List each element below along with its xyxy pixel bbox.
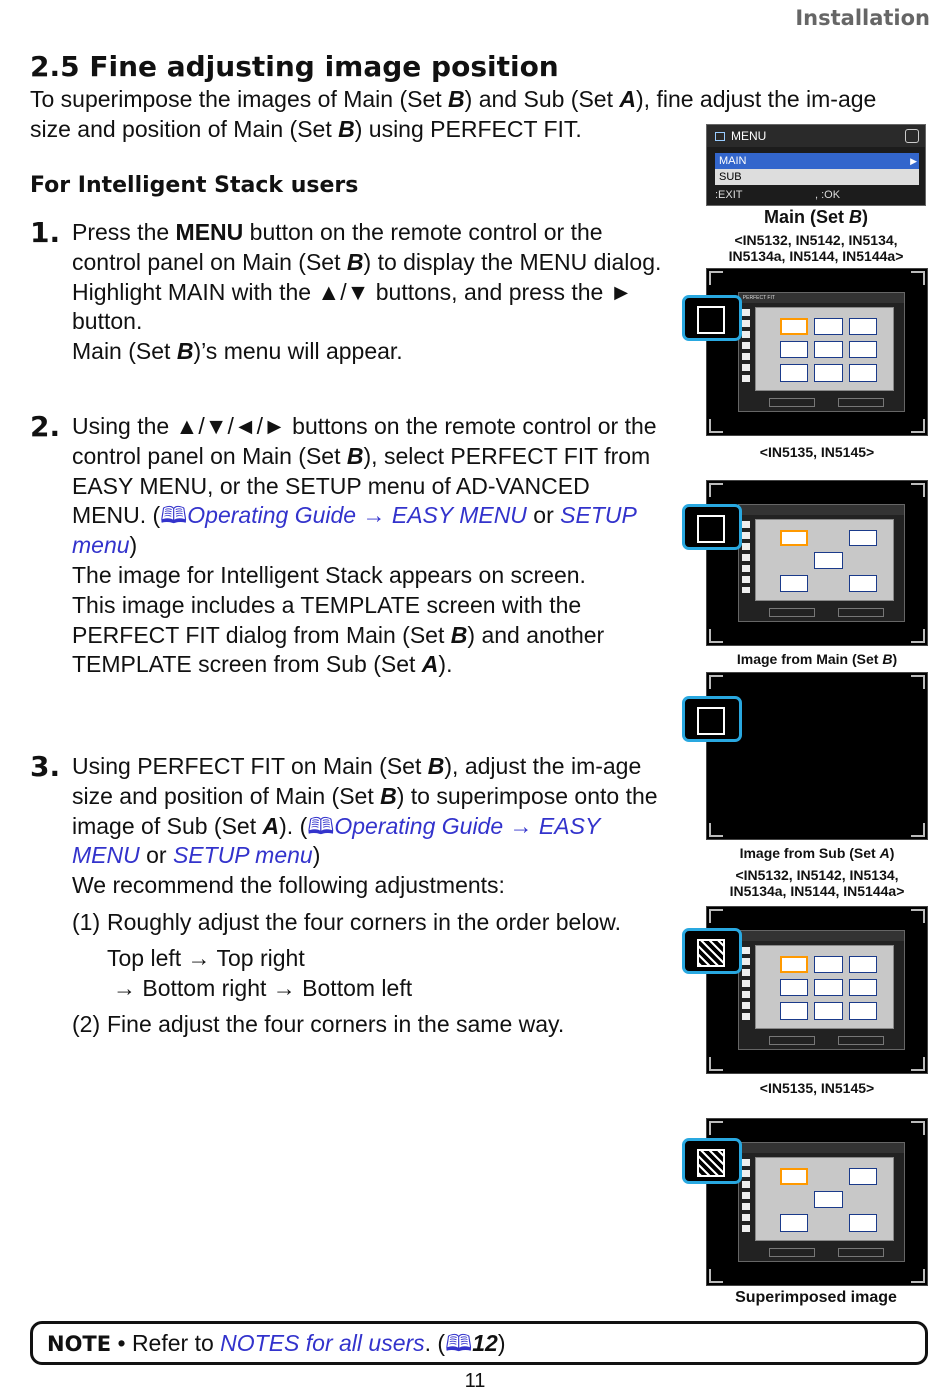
callout-template xyxy=(682,928,742,974)
step-text: We recommend the following adjustments: xyxy=(72,872,505,899)
dialog-title: PERFECT FIT xyxy=(738,293,904,304)
step-number: 2. xyxy=(30,410,61,443)
screen-superimposed-9pt xyxy=(706,906,928,1074)
step-text: Using PERFECT FIT on Main (Set B), adjus… xyxy=(72,753,658,869)
link-notes-for-all-users[interactable]: NOTES for all users xyxy=(220,1330,425,1356)
menu-exit-hint: :EXIT xyxy=(715,189,743,201)
note-box: NOTE • Refer to NOTES for all users. (🕮1… xyxy=(30,1321,928,1365)
caption-main-set: Main (Set B) xyxy=(763,207,868,227)
link-setup-menu[interactable]: SETUP menu xyxy=(72,502,636,559)
link-easy-menu[interactable]: EASY MENU xyxy=(391,502,527,529)
book-icon: 🕮 xyxy=(160,502,188,529)
screen-main-9pt: PERFECT FIT xyxy=(706,268,928,436)
step-text: Press the MENU button on the remote cont… xyxy=(72,219,662,275)
caption-models: <IN5132, IN5142, IN5134, IN5134a, IN5144… xyxy=(728,232,904,264)
step-text: Main (Set B)’s menu will appear. xyxy=(72,338,403,365)
sub-step-1: (1) Roughly adjust the four corners in t… xyxy=(72,908,621,1001)
link-page-12[interactable]: 12 xyxy=(472,1330,498,1356)
caption-image-sub: Image from Sub (Set A) xyxy=(739,845,895,861)
menu-icon xyxy=(715,132,725,141)
link-operating-guide[interactable]: Operating Guide xyxy=(187,502,357,529)
menu-dialog: MENU MAIN SUB :EXIT, :OK xyxy=(706,124,926,206)
link-setup-menu[interactable]: SETUP menu xyxy=(172,842,313,869)
section-tag: Installation xyxy=(795,6,930,30)
subheading: For Intelligent Stack users xyxy=(30,173,359,198)
step-text: The image for Intelligent Stack appears … xyxy=(72,561,586,588)
step-3: 3. Using PERFECT FIT on Main (Set B), ad… xyxy=(30,750,670,1039)
screen-main-5pt xyxy=(706,480,928,646)
step-text: This image includes a TEMPLATE screen wi… xyxy=(72,591,605,678)
menu-item-main: MAIN xyxy=(715,153,919,169)
caption-models: <IN5135, IN5145> xyxy=(759,444,875,460)
callout-template xyxy=(682,295,742,341)
menu-ok-hint: , :OK xyxy=(815,189,841,201)
callout-template xyxy=(682,504,742,550)
screen-superimposed-5pt xyxy=(706,1118,928,1286)
step-number: 3. xyxy=(30,750,61,783)
caption-models: <IN5135, IN5145> xyxy=(759,1080,875,1096)
callout-template xyxy=(682,696,742,742)
step-text: Using the ▲/▼/◄/► buttons on the remote … xyxy=(72,413,657,559)
step-number: 1. xyxy=(30,216,61,249)
return-icon xyxy=(905,129,919,143)
step-text: Highlight MAIN with the ▲/▼ buttons, and… xyxy=(72,278,633,335)
intro-paragraph: To superimpose the images of Main (Set B… xyxy=(30,86,877,142)
step-2: 2. Using the ▲/▼/◄/► buttons on the remo… xyxy=(30,410,670,680)
screen-sub-template xyxy=(706,672,928,840)
page-title: 2.5 Fine adjusting image position xyxy=(30,50,559,83)
book-icon: 🕮 xyxy=(445,1330,473,1356)
menu-item-sub: SUB xyxy=(719,171,742,183)
page-number: 11 xyxy=(464,1370,486,1392)
sub-step-2: (2) Fine adjust the four corners in the … xyxy=(72,1010,565,1037)
step-1: 1. Press the MENU button on the remote c… xyxy=(30,216,670,367)
callout-template xyxy=(682,1138,742,1184)
book-icon: 🕮 xyxy=(307,812,335,839)
link-easy-menu[interactable]: EASY MENU xyxy=(72,812,600,869)
caption-models: <IN5132, IN5142, IN5134, IN5134a, IN5144… xyxy=(729,867,905,899)
link-operating-guide[interactable]: Operating Guide xyxy=(334,812,504,839)
caption-superimposed: Superimposed image xyxy=(735,1289,897,1306)
caption-image-main: Image from Main (Set B) xyxy=(736,651,898,667)
